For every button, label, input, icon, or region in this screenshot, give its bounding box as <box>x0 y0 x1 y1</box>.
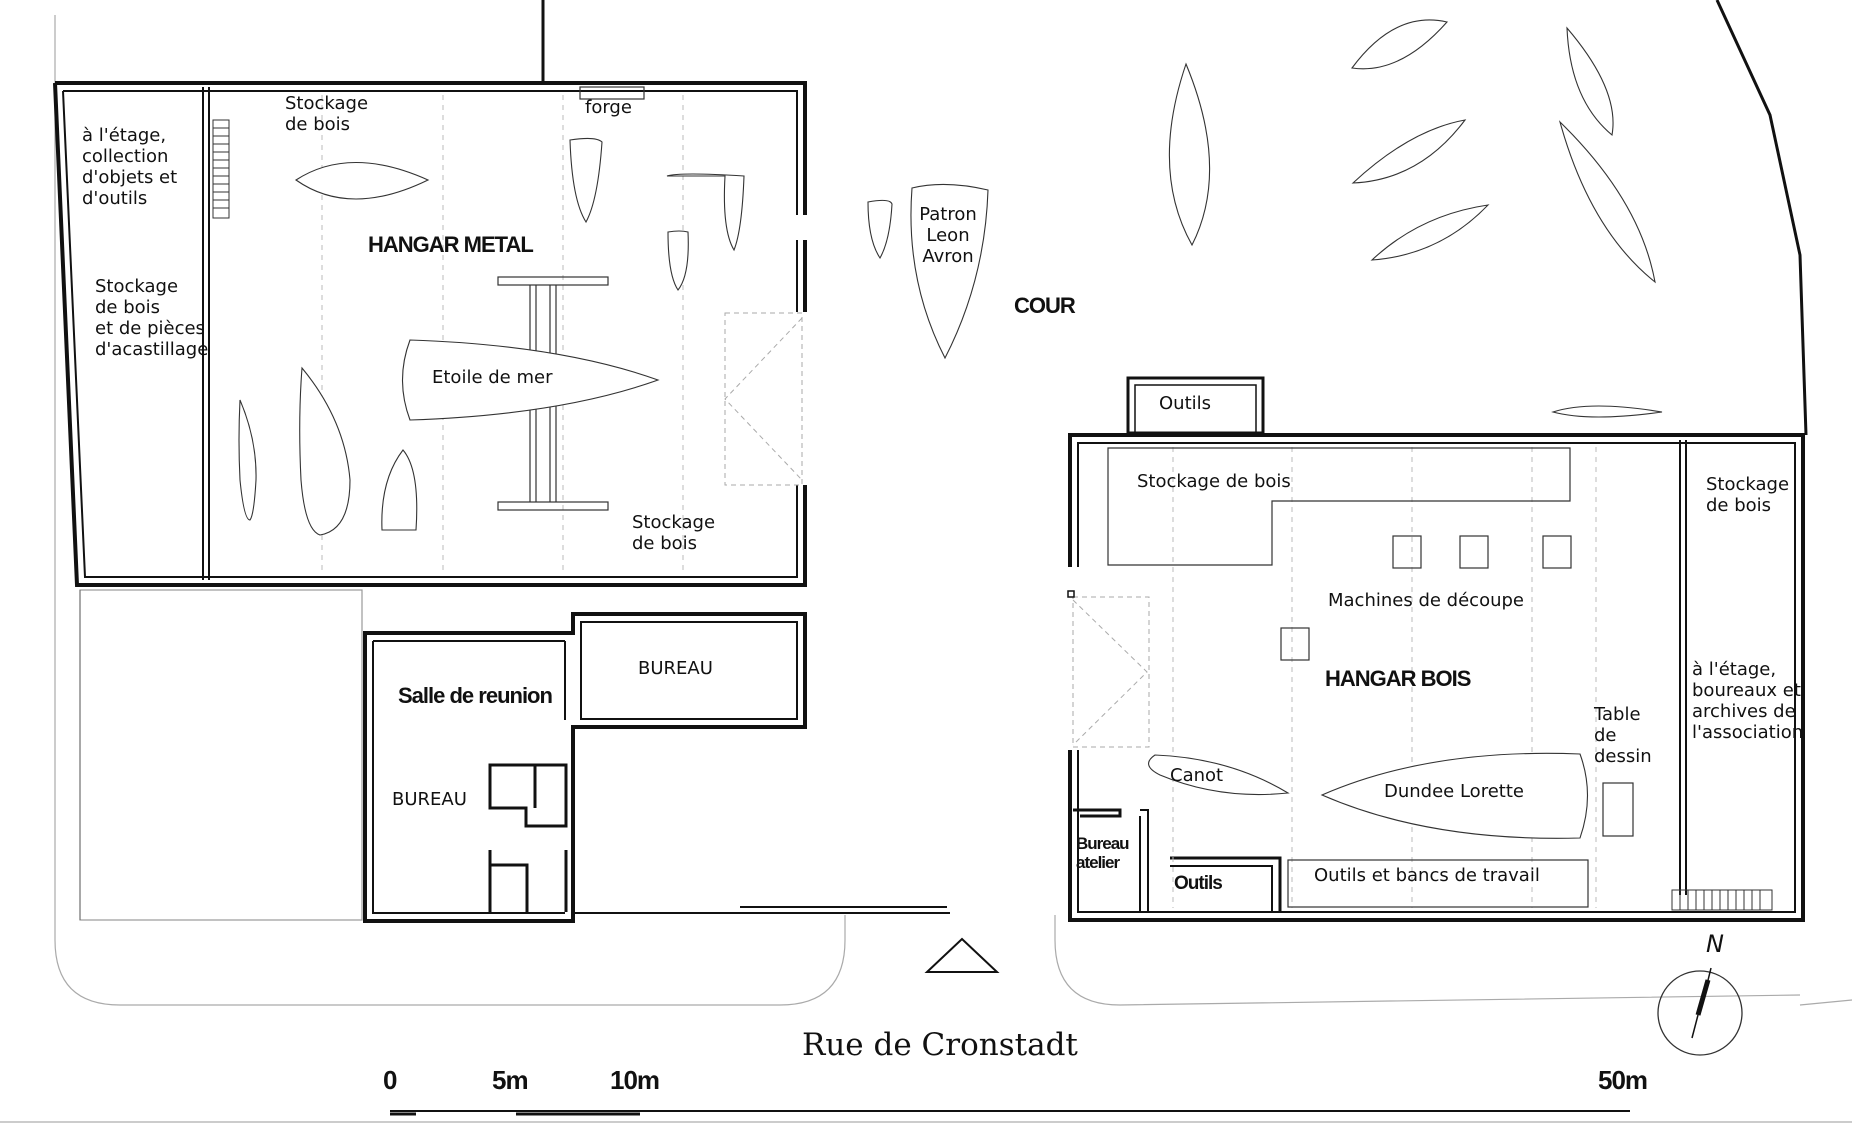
workbench <box>1287 859 1589 908</box>
bureau-atelier-label: Bureau atelier <box>1076 834 1130 872</box>
wood-storage-rack <box>1107 447 1571 566</box>
outils-room-label: Outils <box>1174 873 1223 894</box>
entrance-arrow <box>924 937 1000 973</box>
metal-hangar-gate <box>724 312 803 486</box>
salle-reunion-label: Salle de reunion <box>398 683 553 708</box>
boat-courtyard-small <box>867 199 893 260</box>
door-post <box>1067 590 1075 598</box>
upper-floor-collection-label: à l'étage, collection d'objets et d'outi… <box>82 125 178 209</box>
cour-label: COUR <box>1014 293 1076 318</box>
boat-small-5 <box>299 366 351 536</box>
boat-courtyard-5 <box>1566 26 1614 137</box>
boat-courtyard-4 <box>1370 204 1490 261</box>
scale-mark-10m: 10m <box>610 1065 660 1095</box>
boat-courtyard-2 <box>1351 19 1449 70</box>
wood-hangar-stairs <box>1671 889 1773 911</box>
street-name: Rue de Cronstadt <box>802 1027 1078 1063</box>
upper-floor-offices-label: à l'étage, boureaux et archives de l'ass… <box>1692 659 1804 743</box>
dundee-lorette-label: Dundee Lorette <box>1384 781 1524 802</box>
hangar-bois-building <box>1068 433 1805 922</box>
patron-leon-avron-label: Patron Leon Avron <box>919 204 977 267</box>
outils-shed-label: Outils <box>1159 393 1212 414</box>
hangar-bois-title: HANGAR BOIS <box>1325 666 1471 691</box>
north-label: N <box>1706 930 1724 958</box>
boat-canot <box>1148 754 1290 796</box>
drawing-table <box>1602 782 1634 837</box>
scale-mark-0: 0 <box>383 1065 398 1095</box>
canot-label: Canot <box>1170 765 1224 786</box>
scale-mark-50m: 50m <box>1598 1065 1648 1095</box>
hangar-metal-title: HANGAR METAL <box>368 232 534 257</box>
bureau-right-label: BUREAU <box>638 658 713 679</box>
north-arrow <box>1657 967 1743 1056</box>
machines-label: Machines de découpe <box>1328 590 1524 611</box>
cutting-machines <box>1280 535 1572 661</box>
boat-courtyard-1 <box>1168 62 1211 247</box>
boat-patron-leon-avron <box>910 183 989 360</box>
boat-small-6 <box>381 449 418 531</box>
metal-hangar-stairs <box>212 119 230 219</box>
metal-storage-bottom-label: Stockage de bois <box>632 512 716 554</box>
forge-hood <box>579 86 645 100</box>
wood-hangar-gate <box>1072 596 1150 748</box>
boat-small-3 <box>667 230 689 291</box>
boat-dundee-lorette <box>1320 752 1589 839</box>
boat-courtyard-3 <box>1351 119 1467 184</box>
workbench-label: Outils et bancs de travail <box>1314 865 1540 886</box>
courtyard-boats <box>867 19 1663 418</box>
boat-etoile-de-mer <box>401 339 660 421</box>
scale-mark-5m: 5m <box>492 1065 529 1095</box>
office-block <box>363 612 950 923</box>
forge-label: forge <box>585 97 632 118</box>
boat-small-4 <box>238 399 257 521</box>
wood-hangar-boats <box>1148 752 1589 839</box>
site-boundary <box>541 0 1808 436</box>
metal-hangar-boats <box>238 137 745 536</box>
boat-small-2 <box>666 173 745 252</box>
etoile-de-mer-label: Etoile de mer <box>432 367 553 388</box>
boat-courtyard-7 <box>1551 405 1663 418</box>
boat-courtyard-6 <box>1558 120 1656 284</box>
wood-storage-main-label: Stockage de bois <box>1137 471 1291 492</box>
boat-storage-top <box>295 161 430 200</box>
street-curbs <box>54 15 1852 1006</box>
scale-bar <box>390 1110 1630 1116</box>
wood-storage-right-label: Stockage de bois <box>1706 474 1790 516</box>
left-open-yard <box>79 589 363 921</box>
bureau-left-label: BUREAU <box>392 789 467 810</box>
hangar-metal-building <box>53 81 807 587</box>
boat-small-1 <box>569 137 603 224</box>
drawing-table-label: Table de dessin <box>1594 704 1652 767</box>
storage-wood-parts-label: Stockage de bois et de pièces d'acastill… <box>95 276 209 360</box>
metal-storage-top-label: Stockage de bois <box>285 93 369 135</box>
